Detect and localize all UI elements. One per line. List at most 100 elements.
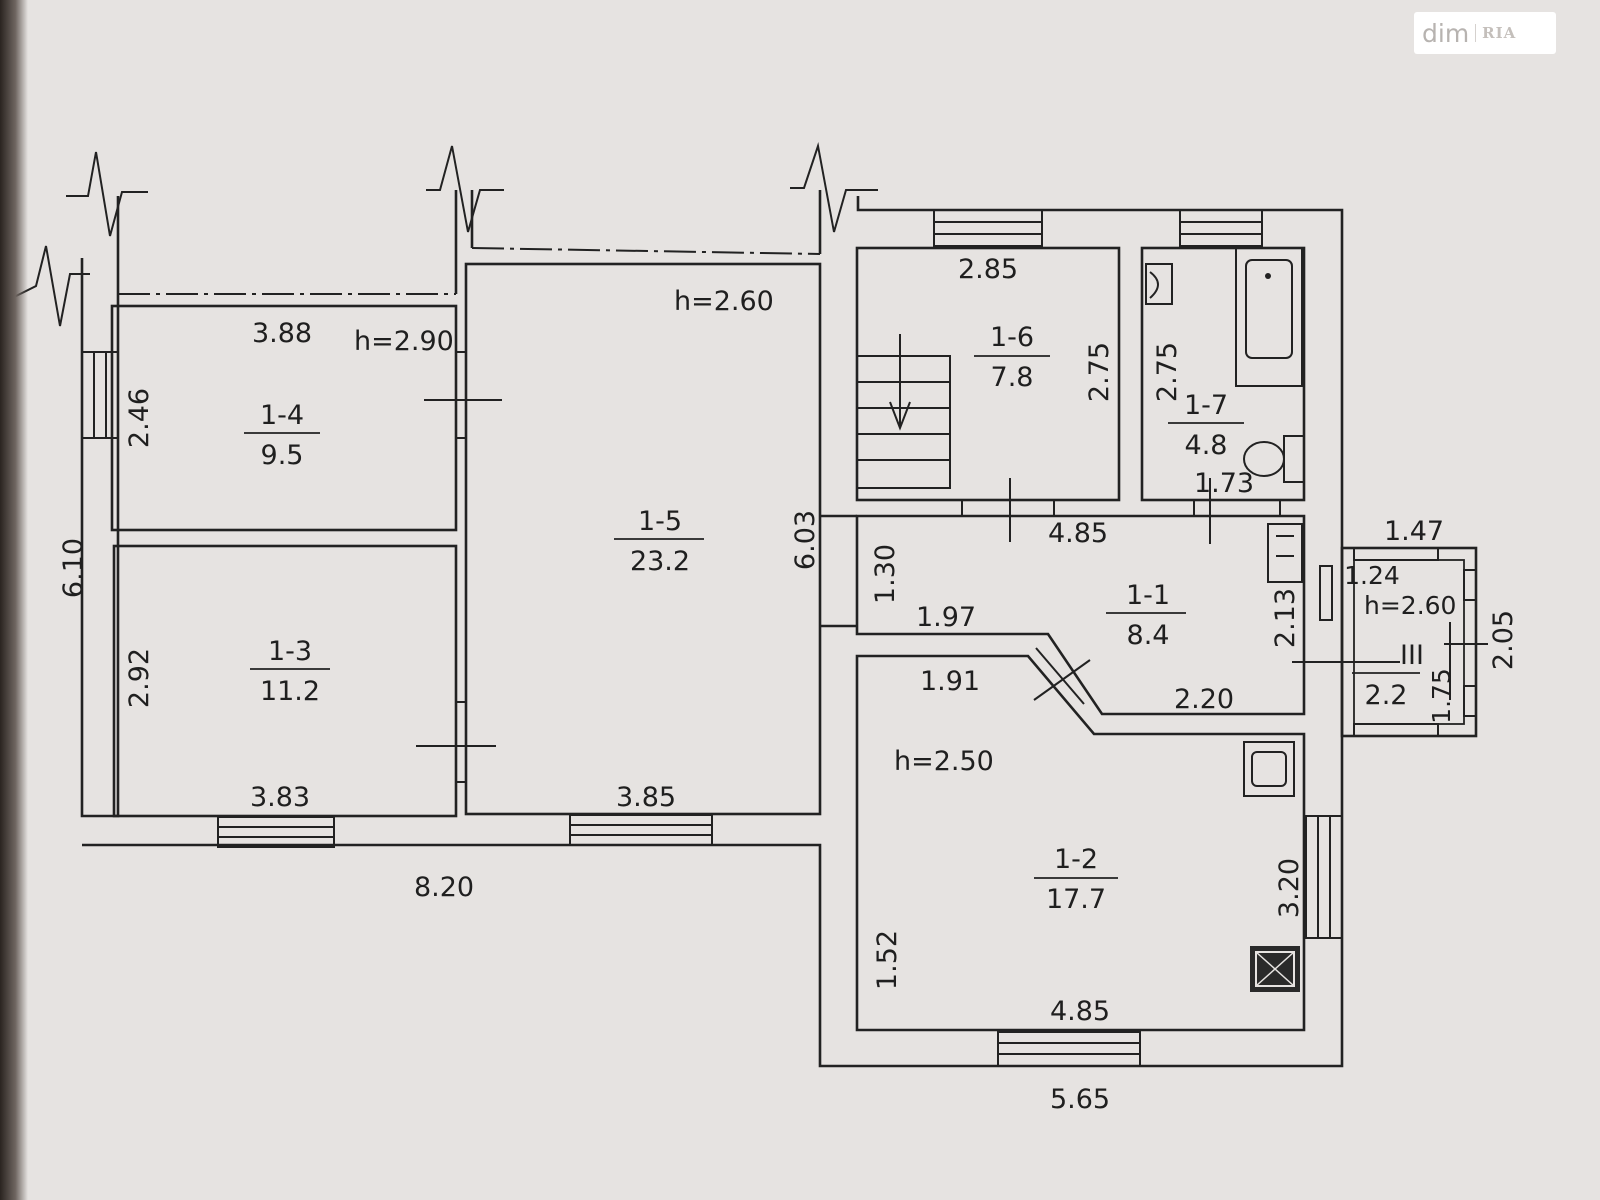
dimension: 2.20 [1174, 684, 1234, 715]
opening [961, 499, 1055, 517]
opening [455, 701, 467, 783]
dimension: 1.30 [870, 544, 901, 604]
dimension: 2.75 [1084, 342, 1115, 402]
opening [455, 351, 467, 439]
toilet-bowl [1243, 441, 1285, 477]
dimension: 1.24 [1344, 561, 1400, 590]
boiler [1267, 523, 1303, 583]
room-area: 2.2 [1365, 680, 1408, 711]
watermark-mark: RIA [1475, 24, 1516, 42]
ceiling-heights: h=2.90 h=2.60 h=2.60 h=2.50 [354, 286, 1456, 777]
ceiling-height: h=2.50 [894, 746, 994, 777]
room-number: 1-5 [638, 506, 682, 537]
dimension: 2.92 [124, 648, 155, 708]
window [1179, 209, 1263, 247]
west-outer-wall [80, 294, 120, 818]
window [1463, 685, 1477, 717]
window [217, 816, 335, 848]
porch-dashed-line [471, 247, 821, 255]
window [1319, 565, 1333, 621]
stove-grid [1255, 951, 1295, 987]
dimension: 1.47 [1384, 516, 1444, 547]
dimension: 5.65 [1050, 1084, 1110, 1115]
room-area: 8.4 [1127, 620, 1170, 651]
kitchen-sink-bowl [1251, 751, 1287, 787]
break-symbol [426, 145, 504, 233]
room-number: 1-1 [1126, 580, 1170, 611]
room-number: III [1400, 640, 1424, 671]
dimension: 1.91 [920, 666, 980, 697]
dimension: 2.05 [1488, 610, 1519, 670]
room-area: 7.8 [991, 362, 1034, 393]
dimension: 8.20 [414, 872, 474, 903]
window [1353, 547, 1439, 561]
room-area: 23.2 [630, 546, 690, 577]
room-area: 9.5 [261, 440, 304, 471]
door-mark [1033, 659, 1091, 701]
ceiling-height: h=2.90 [354, 326, 454, 357]
break-symbol [7, 245, 90, 327]
window [997, 1031, 1141, 1067]
windows [81, 209, 1477, 1067]
break-symbols [7, 142, 878, 327]
dimension: 3.88 [252, 318, 312, 349]
stairs [858, 334, 951, 489]
dimension: 6.10 [58, 538, 89, 598]
kitchen-sink [1243, 741, 1295, 797]
room-number: 1-4 [260, 400, 304, 431]
dimension: 1.73 [1194, 468, 1254, 499]
staircase-outline [858, 355, 951, 489]
room-number: 1-6 [990, 322, 1034, 353]
ceiling-height: h=2.60 [1364, 591, 1456, 620]
washbasin-bowl [1149, 271, 1159, 299]
room-area: 17.7 [1046, 884, 1106, 915]
window [569, 814, 713, 846]
bathtub-drain [1265, 273, 1271, 279]
page-edge-shadow [0, 0, 28, 1200]
door-marks [416, 399, 1488, 747]
dimension: 2.85 [958, 254, 1018, 285]
dimension-labels: 3.88 2.46 6.10 2.92 3.83 3.85 8.20 6.03 … [58, 254, 1519, 1115]
room-number: 1-2 [1054, 844, 1098, 875]
window [1353, 723, 1439, 737]
window [81, 351, 119, 439]
stove-grid [1255, 951, 1295, 987]
room-1-6-outline [855, 246, 1121, 502]
break-symbol [790, 142, 878, 233]
dimension: 2.13 [1270, 588, 1301, 648]
room-area: 11.2 [260, 676, 320, 707]
window [1305, 815, 1343, 939]
bathtub-inner [1245, 259, 1293, 359]
window [933, 209, 1043, 247]
ceiling-height: h=2.60 [674, 286, 774, 317]
watermark-logo: dim RIA [1414, 12, 1556, 54]
dimension: 2.46 [124, 388, 155, 448]
room-labels: 1-4 9.5 1-3 11.2 1-5 23.2 1-6 7.8 1-7 4.… [244, 322, 1424, 915]
dimension: 4.85 [1050, 996, 1110, 1027]
watermark-brand: dim [1422, 18, 1470, 48]
porch-lines [80, 190, 822, 300]
bathtub [1235, 247, 1303, 387]
opening [1193, 499, 1281, 517]
dimension: 3.85 [616, 782, 676, 813]
stair-arrow-head [889, 401, 911, 431]
dimension: 1.75 [1427, 668, 1456, 724]
room-1-2-outline [855, 654, 1306, 1032]
dimension: 4.85 [1048, 518, 1108, 549]
door-mark [1035, 647, 1085, 705]
room-number: 1-3 [268, 636, 312, 667]
washbasin [1145, 263, 1173, 305]
dimension: 3.83 [250, 782, 310, 813]
dimension: 2.75 [1152, 342, 1183, 402]
room-area: 4.8 [1185, 430, 1228, 461]
dimension: 3.20 [1274, 858, 1305, 918]
dimension: 1.52 [872, 930, 903, 990]
dimension: 1.97 [916, 602, 976, 633]
window [1463, 569, 1477, 601]
room-1-1-outline [855, 514, 1306, 716]
dimension: 6.03 [790, 510, 821, 570]
toilet-tank [1283, 435, 1305, 483]
fixtures [1145, 247, 1305, 992]
